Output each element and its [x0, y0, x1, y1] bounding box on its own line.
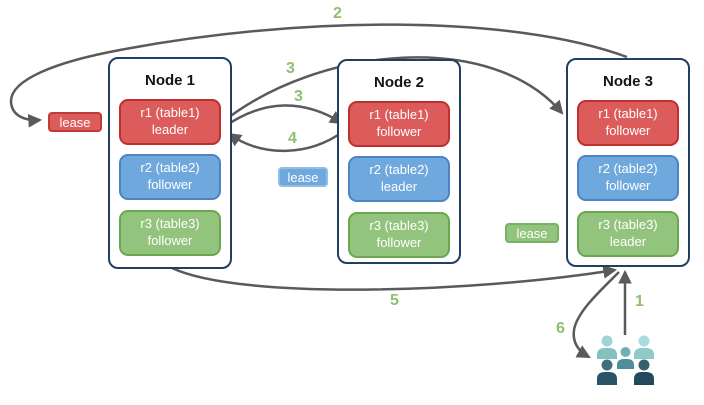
replica-role: leader — [380, 179, 418, 194]
replica-role: follower — [376, 235, 422, 250]
replica-role: leader — [609, 234, 647, 249]
person-icon — [617, 347, 634, 369]
replica-name: r2 (table2) — [140, 160, 200, 176]
step-label-2: 2 — [333, 5, 342, 22]
node2-replica-r1-follower: r1 (table1) follower — [348, 101, 450, 147]
node3-replica-r2-follower: r2 (table2) follower — [577, 155, 679, 201]
lease-label-green: lease — [505, 223, 559, 243]
lease-label-red: lease — [48, 112, 102, 132]
clients-people-group-icon — [597, 335, 654, 385]
person-icon — [634, 335, 654, 359]
lease-label-blue: lease — [278, 167, 328, 187]
node3-replica-r1-follower: r1 (table1) follower — [577, 100, 679, 146]
replica-role: leader — [151, 122, 189, 137]
replica-role: follower — [376, 124, 422, 139]
replica-name: r3 (table3) — [598, 217, 658, 233]
replica-name: r1 (table1) — [369, 107, 429, 123]
step-label-4: 4 — [288, 130, 297, 147]
replica-role: follower — [147, 233, 193, 248]
node-3: Node 3 r1 (table1) follower r2 (table2) … — [566, 58, 690, 267]
step-label-6: 6 — [556, 320, 565, 337]
node3-replica-r3-leader: r3 (table3) leader — [577, 211, 679, 257]
replica-role: follower — [605, 123, 651, 138]
replica-role: follower — [605, 178, 651, 193]
arrow-step-5 — [171, 265, 618, 291]
node-1-title: Node 1 — [144, 72, 195, 89]
arrow-step-3-to-node2 — [223, 104, 344, 129]
node-1: Node 1 r1 (table1) leader r2 (table2) fo… — [108, 57, 232, 269]
person-icon — [634, 359, 654, 385]
replica-role: follower — [147, 177, 193, 192]
replica-name: r3 (table3) — [140, 216, 200, 232]
node-3-title: Node 3 — [602, 73, 653, 90]
step-label-5: 5 — [390, 292, 399, 309]
node1-replica-r2-follower: r2 (table2) follower — [119, 154, 221, 200]
arrow-step-4 — [227, 129, 345, 153]
replica-name: r3 (table3) — [369, 218, 429, 234]
replica-name: r1 (table1) — [140, 105, 200, 121]
node-2: Node 2 r1 (table1) follower r2 (table2) … — [337, 59, 461, 264]
step-label-3b: 3 — [294, 88, 303, 105]
arrow-step-2 — [9, 23, 628, 128]
replica-name: r2 (table2) — [598, 161, 658, 177]
step-label-1: 1 — [635, 293, 644, 310]
replica-name: r1 (table1) — [598, 106, 658, 122]
node-2-title: Node 2 — [373, 74, 424, 91]
node2-replica-r3-follower: r3 (table3) follower — [348, 212, 450, 258]
replica-name: r2 (table2) — [369, 162, 429, 178]
node1-replica-r3-follower: r3 (table3) follower — [119, 210, 221, 256]
node2-replica-r2-leader: r2 (table2) leader — [348, 156, 450, 202]
node1-replica-r1-leader: r1 (table1) leader — [119, 99, 221, 145]
person-icon — [597, 335, 617, 359]
step-label-3a: 3 — [286, 60, 295, 77]
person-icon — [597, 359, 617, 385]
